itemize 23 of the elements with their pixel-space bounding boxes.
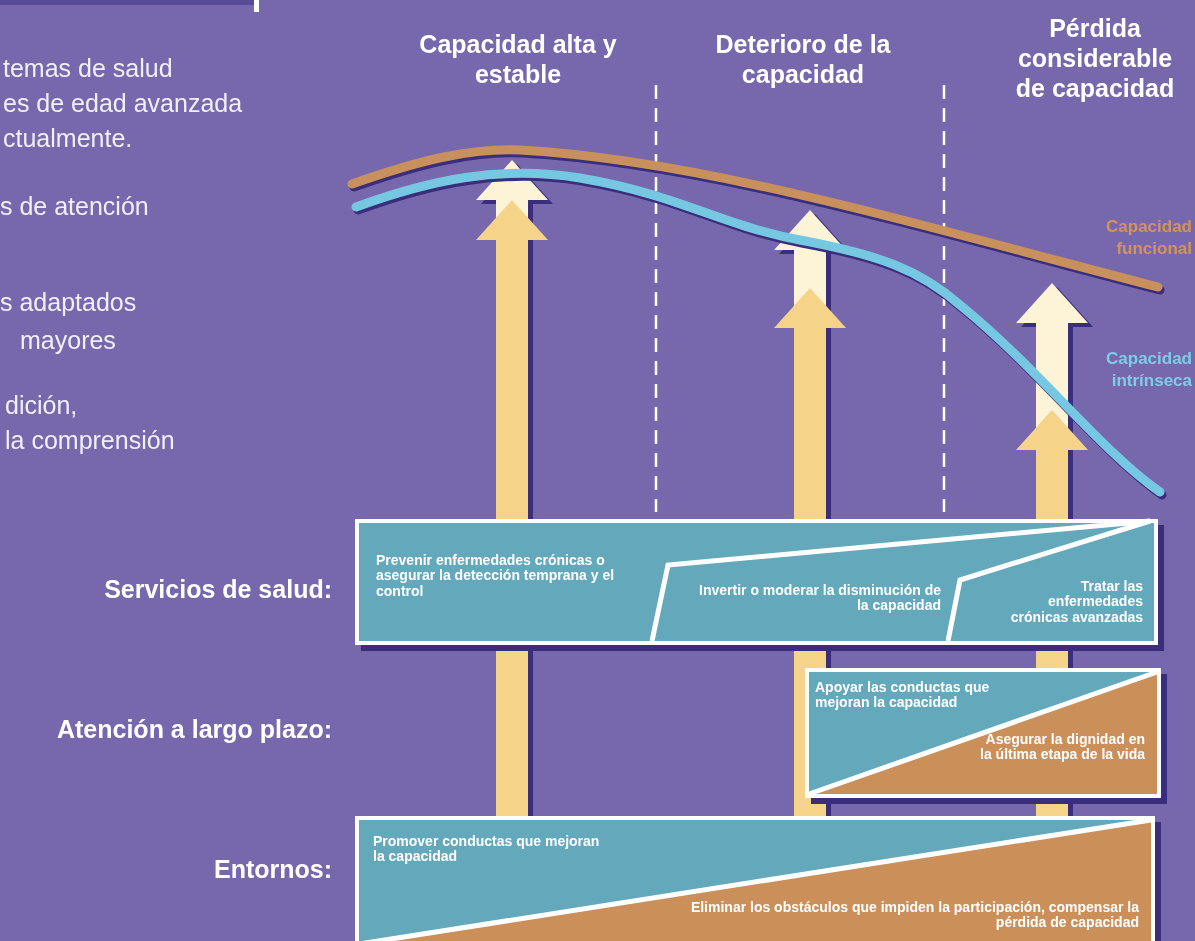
stage-heading: Deterioro de la capacidad xyxy=(714,29,892,89)
row-label: Atención a largo plazo: xyxy=(56,715,332,744)
action-text: Asegurar la dignidad en la última etapa de la vida xyxy=(979,732,1145,763)
curve-label: Capacidad intrínseca xyxy=(1105,348,1192,393)
curve-label: Capacidad funcional xyxy=(1105,216,1192,261)
action-text: Invertir o moderar la disminución de la capacidad xyxy=(699,583,941,614)
body-text: s de atención xyxy=(0,192,149,221)
body-text: ctualmente. xyxy=(3,124,133,153)
row-label: Entornos: xyxy=(213,855,332,884)
action-text: Promover conductas que mejoran la capacidad xyxy=(373,834,601,865)
action-text: Prevenir enfermedades crónicas o asegurar la detección temprana y el control xyxy=(376,553,616,600)
body-text: s adaptados xyxy=(0,288,137,317)
row-label: Servicios de salud: xyxy=(104,575,332,604)
body-text: la comprensión xyxy=(5,426,175,455)
action-text: Eliminar los obstáculos que impiden la participación, compensar la pérdida de capacidad xyxy=(689,900,1139,931)
action-text: Tratar las enfermedades crónicas avanzadas xyxy=(1009,579,1143,626)
body-text: mayores xyxy=(20,326,116,355)
body-text: es de edad avanzada xyxy=(3,89,243,118)
stage-heading: Pérdida considerable de capacidad xyxy=(1014,13,1176,103)
body-text: dición, xyxy=(5,391,78,420)
stage-heading: Capacidad alta y estable xyxy=(418,29,618,89)
body-text: temas de salud xyxy=(3,54,173,83)
action-text: Apoyar las conductas que mejoran la capacidad xyxy=(815,680,991,711)
